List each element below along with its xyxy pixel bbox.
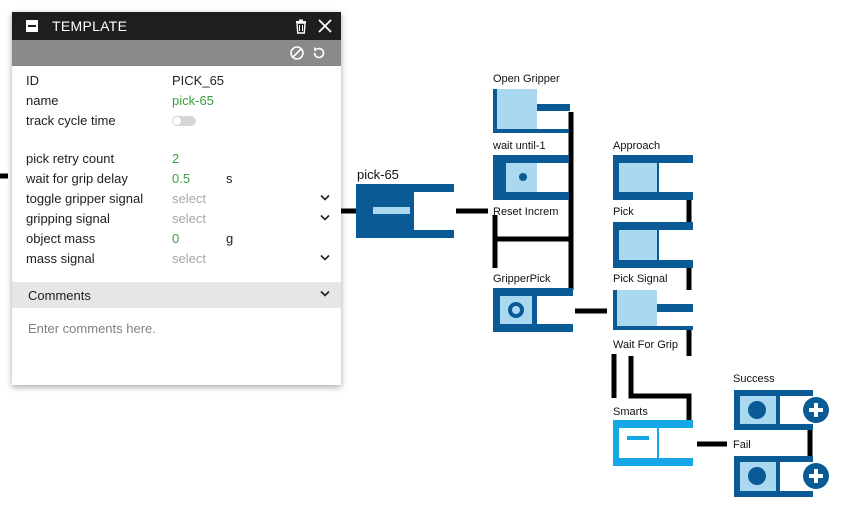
step-approach-block[interactable] [613, 155, 693, 200]
close-icon[interactable] [317, 18, 333, 34]
properties-panel: TEMPLATE ID PICK_65 name pick-6 [12, 12, 341, 385]
main-node-label: pick-65 [357, 167, 399, 182]
disable-icon[interactable] [289, 45, 305, 61]
prop-id-value: PICK_65 [172, 73, 225, 88]
step-gripper-pick-block[interactable] [493, 288, 573, 332]
fail-dot-icon [748, 467, 766, 485]
step-open-gripper-block[interactable] [493, 89, 570, 133]
main-node-block[interactable] [356, 184, 454, 238]
prop-toggle-gripper-signal-label: toggle gripper signal [26, 191, 144, 206]
chevron-down-icon[interactable] [320, 194, 330, 202]
prop-gripping-signal-label: gripping signal [26, 211, 110, 226]
chevron-down-icon[interactable] [320, 214, 330, 222]
prop-mass-signal[interactable]: mass signal select [12, 248, 341, 268]
toggle-gripper-signal-select[interactable]: select [172, 191, 206, 206]
step-pick-label: Pick [613, 206, 634, 218]
reset-icon[interactable] [311, 45, 327, 61]
comments-input[interactable] [28, 318, 328, 338]
prop-id-label: ID [26, 73, 39, 88]
step-gripper-pick-label: GripperPick [493, 273, 551, 285]
chevron-down-icon[interactable] [320, 290, 330, 298]
prop-object-mass-value[interactable]: 0 [172, 231, 180, 246]
trash-icon[interactable] [293, 18, 309, 34]
prop-wait-for-grip-delay: wait for grip delay 0.5 s [12, 168, 341, 188]
step-wait-for-grip-label: Wait For Grip [613, 339, 678, 351]
outcome-success-label: Success [733, 373, 775, 385]
prop-gripping-signal[interactable]: gripping signal select [12, 208, 341, 228]
prop-mass-signal-label: mass signal [26, 251, 95, 266]
fail-add-icon[interactable] [803, 463, 829, 489]
prop-wait-for-grip-delay-value[interactable]: 0.5 [172, 171, 191, 186]
comments-label: Comments [28, 288, 91, 303]
step-wait-until-block[interactable] [493, 155, 569, 200]
success-dot-icon [748, 401, 766, 419]
properties-list: ID PICK_65 name pick-65 track cycle time… [12, 66, 341, 268]
panel-title: TEMPLATE [52, 18, 128, 34]
gripping-signal-select[interactable]: select [172, 211, 206, 226]
prop-pick-retry-count: pick retry count 2 [12, 148, 341, 168]
main-node-inset [373, 207, 410, 214]
step-pick-signal-block[interactable] [613, 290, 693, 330]
wait-until-dot-icon [519, 173, 527, 181]
prop-gap [12, 130, 341, 148]
prop-pick-retry-count-value[interactable]: 2 [172, 151, 180, 166]
panel-header: TEMPLATE [12, 12, 341, 40]
step-smarts-label: Smarts [613, 406, 648, 418]
track-cycle-time-toggle[interactable] [172, 116, 196, 126]
outcome-fail-label: Fail [733, 439, 751, 451]
prop-name-label: name [26, 93, 59, 108]
success-add-icon[interactable] [803, 397, 829, 423]
prop-track-cycle-time: track cycle time [12, 110, 341, 130]
step-approach-label: Approach [613, 140, 661, 152]
chevron-down-icon[interactable] [320, 254, 330, 262]
comments-header[interactable]: Comments [12, 282, 341, 308]
mass-signal-select[interactable]: select [172, 251, 206, 266]
prop-object-mass-label: object mass [26, 231, 96, 246]
prop-object-mass: object mass 0 g [12, 228, 341, 248]
collapse-icon[interactable] [26, 20, 38, 32]
wires [0, 112, 813, 460]
step-smarts-block[interactable] [613, 420, 693, 466]
prop-name-value[interactable]: pick-65 [172, 93, 214, 108]
step-open-gripper-label: Open Gripper [493, 73, 560, 85]
step-reset-increment-label: Reset Increm [493, 206, 559, 218]
prop-wait-for-grip-delay-label: wait for grip delay [26, 171, 128, 186]
outcome-success-block[interactable] [734, 390, 813, 430]
prop-track-cycle-time-label: track cycle time [26, 113, 116, 128]
prop-toggle-gripper-signal[interactable]: toggle gripper signal select [12, 188, 341, 208]
panel-toolbar [12, 40, 341, 66]
prop-name: name pick-65 [12, 90, 341, 110]
prop-object-mass-unit: g [226, 231, 234, 246]
outcome-fail-block[interactable] [734, 456, 813, 497]
step-pick-signal-label: Pick Signal [613, 273, 668, 285]
wire-waitgrip-to-smarts [628, 374, 692, 420]
step-wait-until-label: wait until-1 [493, 140, 546, 152]
prop-id: ID PICK_65 [12, 70, 341, 90]
prop-wait-for-grip-delay-unit: s [226, 171, 233, 186]
step-pick-block[interactable] [613, 222, 693, 268]
prop-pick-retry-count-label: pick retry count [26, 151, 115, 166]
